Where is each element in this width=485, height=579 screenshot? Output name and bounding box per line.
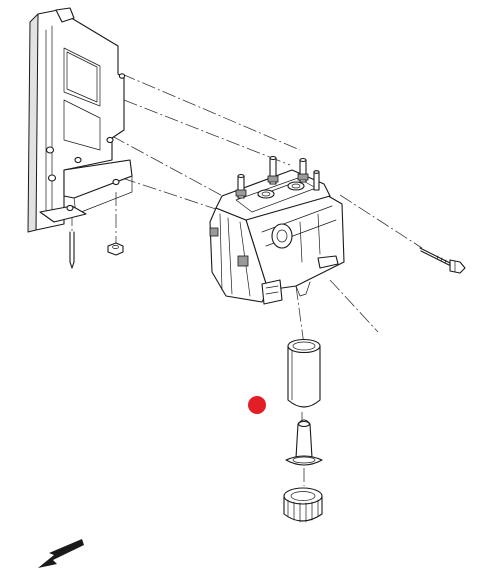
top-stud-1: [235, 173, 247, 199]
alignment-lines: [71, 73, 423, 486]
highlight-dot: [248, 396, 266, 414]
filter-bowl-cap: [283, 487, 323, 523]
top-stud-4: [313, 170, 320, 191]
mounting-bracket: [27, 7, 133, 269]
front-direction-arrow-icon: [38, 539, 84, 568]
filter-housing-assembly: [209, 155, 345, 305]
filter-standpipe: [285, 419, 323, 466]
top-stud-2: [267, 155, 279, 185]
top-stud-3: [297, 157, 309, 183]
mounting-bolt: [419, 247, 466, 274]
filter-element: [287, 338, 321, 408]
